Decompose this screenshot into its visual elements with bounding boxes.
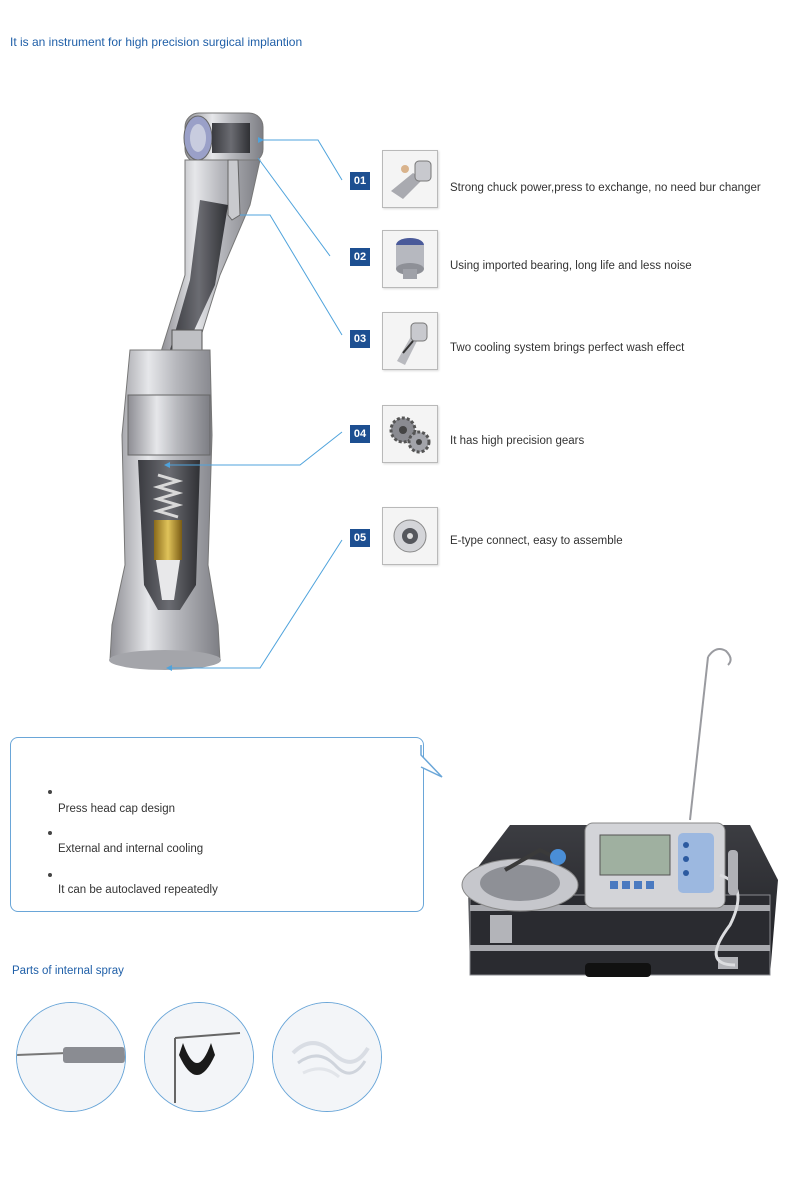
feature-text: Strong chuck power,press to exchange, no… [450,182,761,194]
feature-text: It has high precision gears [450,435,585,447]
feature-03: 03 Two cooling system brings perfect was… [350,312,800,372]
feature-04: 04 It has high precision gears [350,405,800,465]
connector-lines [164,137,343,671]
parts-title: Parts of internal spray [12,965,124,977]
feature-05: 05 E-type connect, easy to assemble [350,507,800,567]
bullet-dot [48,831,52,835]
feature-01: 01 Strong chuck power,press to exchange,… [350,150,800,210]
chuck-icon [382,150,438,208]
feature-02: 02 Using imported bearing, long life and… [350,230,800,290]
bullet-dot [48,790,52,794]
feature-text: Using imported bearing, long life and le… [450,260,692,272]
feature-text: E-type connect, easy to assemble [450,535,623,547]
bullet-dot [48,873,52,877]
feature-badge: 02 [350,248,370,266]
spray-tube-icon [272,1002,382,1112]
bearing-icon [382,230,438,288]
feature-text: Two cooling system brings perfect wash e… [450,342,685,354]
implant-motor-device-illustration [461,648,778,977]
feature-badge: 05 [350,529,370,547]
feature-badge: 04 [350,425,370,443]
page-headline: It is an instrument for high precision s… [10,35,303,49]
feature-badge: 01 [350,172,370,190]
connector-icon [382,507,438,565]
feature-badge: 03 [350,330,370,348]
tube-clip-icon [144,1002,254,1112]
cooling-icon [382,312,438,370]
bubble-item: Press head cap design [58,803,175,815]
features-bubble [10,737,424,912]
gears-icon [382,405,438,463]
spray-needle-icon [16,1002,126,1112]
handpiece-illustration [109,112,264,670]
bubble-item: External and internal cooling [58,843,204,855]
bubble-pointer [420,745,443,778]
bubble-item: It can be autoclaved repeatedly [58,884,218,896]
